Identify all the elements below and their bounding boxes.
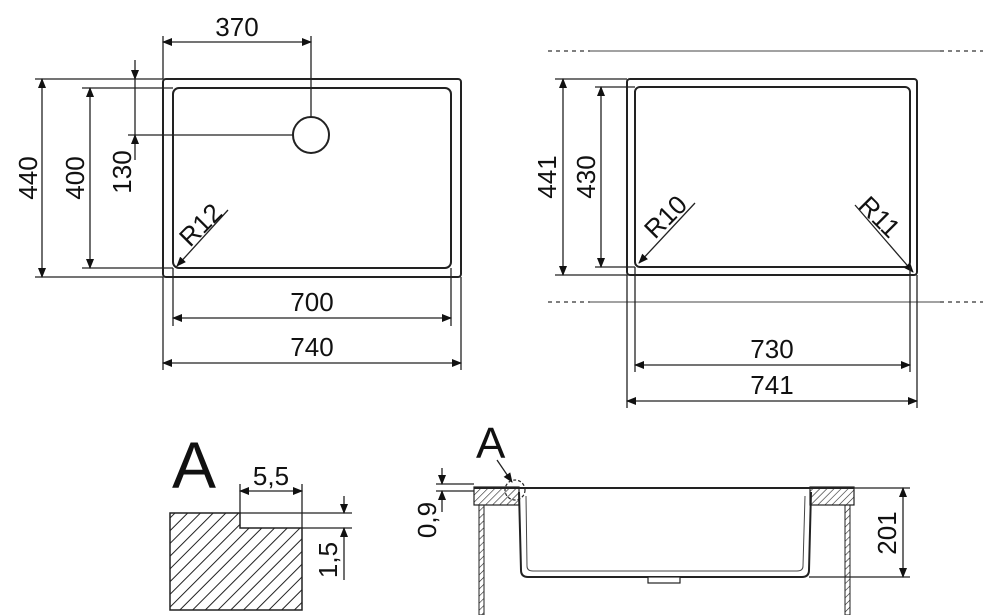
detail-a-view: A 5,5 1,5 <box>169 428 352 611</box>
section-a-leader <box>496 459 513 483</box>
dim-430-label: 430 <box>571 155 601 198</box>
dim-741-label: 741 <box>750 370 793 400</box>
drain-outlet <box>647 576 681 584</box>
dim-740-label: 740 <box>290 332 333 362</box>
dim-1-5-label: 1,5 <box>313 542 343 578</box>
right-sink-inner-outline <box>634 86 911 268</box>
drain-hole <box>292 116 330 154</box>
sink-basin-outline <box>518 491 812 578</box>
radius-leader-r10 <box>638 202 696 264</box>
dim-0-9-label: 0,9 <box>412 502 442 538</box>
sink-basin-inner <box>525 495 806 572</box>
dim-400-label: 400 <box>60 156 90 199</box>
dim-440-label: 440 <box>13 156 43 199</box>
detail-a-hatched-section <box>169 512 303 611</box>
radius-leader-r11 <box>854 204 914 273</box>
dim-130-label: 130 <box>107 150 137 193</box>
dim-730-label: 730 <box>750 334 793 364</box>
dim-700-label: 700 <box>290 287 333 317</box>
right-sink-view: 441 430 R10 R11 730 741 <box>532 50 983 408</box>
dim-441-label: 441 <box>532 155 562 198</box>
detail-a-label: A <box>172 428 216 502</box>
radius-leader-r12 <box>176 209 229 267</box>
radius-r12-label: R12 <box>173 197 228 252</box>
left-sink-inner-outline <box>172 87 452 269</box>
section-view: A 0,9 201 <box>412 419 910 615</box>
left-sink-outer-outline <box>162 78 462 278</box>
left-sink-view: 370 440 400 130 R12 700 740 <box>13 12 462 370</box>
radius-r11-label: R11 <box>853 190 907 244</box>
dim-201-label: 201 <box>872 511 902 554</box>
radius-r10-label: R10 <box>638 189 693 244</box>
right-sink-outer-outline <box>626 78 918 276</box>
worktop-right-section <box>809 486 855 506</box>
section-a-label: A <box>476 419 506 468</box>
dim-370-label: 370 <box>215 12 258 42</box>
cabinet-wall-right <box>844 504 851 615</box>
cabinet-wall-left <box>478 504 485 615</box>
worktop-left-section <box>473 486 520 506</box>
dim-5-5-label: 5,5 <box>253 461 289 491</box>
